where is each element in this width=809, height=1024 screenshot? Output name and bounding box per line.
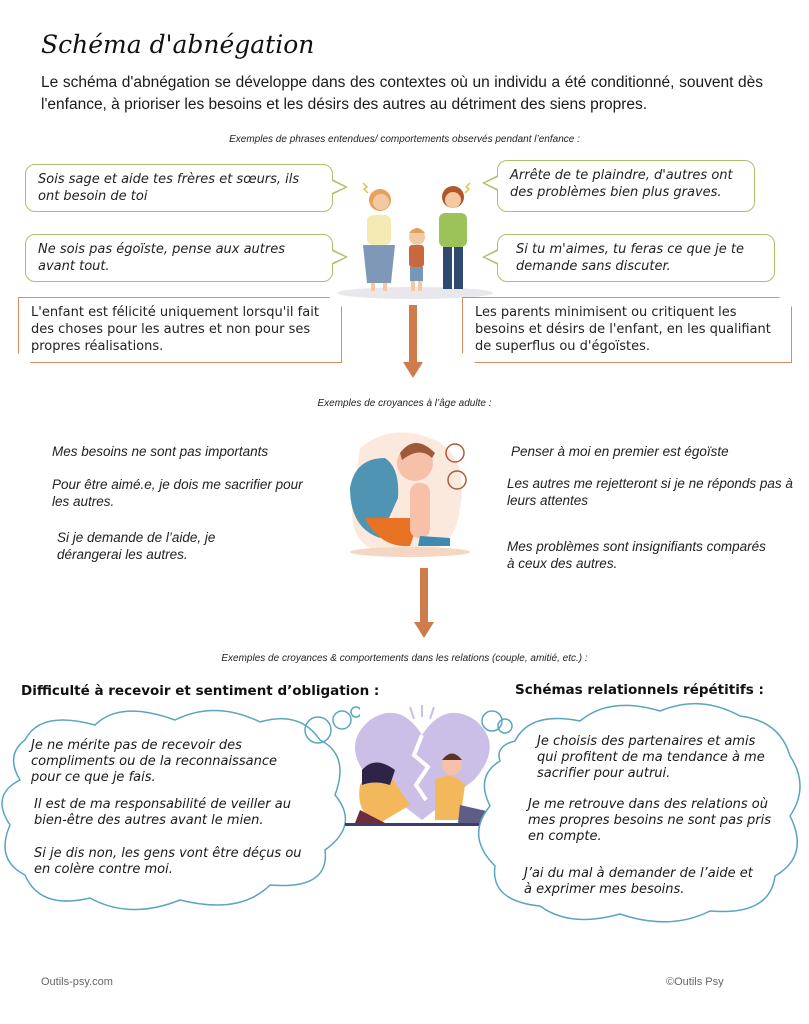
family-illustration (337, 182, 493, 299)
cloud-item: Si je dis non, les gens vont être déçus … (34, 846, 302, 877)
footer-copyright: ©Outils Psy (666, 976, 724, 988)
behavior-text: L'enfant est félicité uniquement lorsqu'… (31, 305, 319, 354)
broken-heart-couple-illustration (345, 705, 500, 826)
quote-text: Arrête de te plaindre, d'autres ont des … (510, 168, 733, 200)
cloud-item: Je choisis des partenaires et amis qui p… (537, 734, 765, 781)
quote-bubble: Sois sage et aide tes frères et sœurs, i… (25, 164, 348, 212)
quote-text: Sois sage et aide tes frères et sœurs, i… (38, 172, 300, 204)
quote-text: Si tu m'aimes, tu feras ce que je te dem… (516, 242, 744, 274)
quote-text: Ne sois pas égoïste, pense aux autres av… (38, 242, 286, 274)
behavior-text: Les parents minimisent ou critiquent les… (475, 305, 771, 354)
adult-caption: Exemples de croyances à l’âge adulte : (317, 398, 492, 409)
quote-bubble: Ne sois pas égoïste, pense aux autres av… (25, 234, 348, 282)
cloud-item: Je me retrouve dans des relations où mes… (528, 797, 772, 844)
down-arrow (409, 305, 417, 363)
childhood-caption: Exemples de phrases entendues/ comportem… (229, 134, 580, 145)
belief-item: Les autres me rejetteront si je ne répon… (507, 476, 793, 508)
thought-cloud-right (477, 702, 801, 923)
belief-item: Penser à moi en premier est égoïste (511, 444, 729, 459)
down-arrow-head (414, 622, 434, 638)
section-heading-right: Schémas relationnels répétitifs : (515, 682, 764, 698)
belief-item: Mes besoins ne sont pas importants (52, 444, 269, 459)
behavior-box-left: L'enfant est félicité uniquement lorsqu'… (18, 297, 342, 363)
quote-bubble: Arrête de te plaindre, d'autres ont des … (482, 160, 755, 212)
page-title: Schéma d'abnégation (41, 30, 315, 59)
cloud-item: Il est de ma responsabilité de veiller a… (34, 797, 291, 828)
footer-site: Outils-psy.com (41, 976, 113, 988)
quote-bubble: Si tu m'aimes, tu feras ce que je te dem… (482, 234, 775, 282)
belief-item: Pour être aimé.e, je dois me sacrifier p… (52, 477, 303, 509)
behavior-box-right: Les parents minimisent ou critiquent les… (462, 297, 792, 363)
cloud-item: J’ai du mal à demander de l’aide et à ex… (524, 866, 753, 897)
section-heading-left: Difficulté à recevoir et sentiment d’obl… (21, 683, 380, 699)
sad-person-illustration (350, 432, 470, 557)
intro-paragraph: Le schéma d'abnégation se développe dans… (41, 74, 763, 113)
down-arrow (420, 568, 428, 624)
down-arrow-head (403, 362, 423, 378)
relations-caption: Exemples de croyances & comportements da… (221, 653, 588, 664)
thought-cloud-left (1, 706, 360, 911)
cloud-item: Je ne mérite pas de recevoir des complim… (31, 738, 277, 785)
belief-item: Si je demande de l’aide, je dérangerai l… (57, 530, 216, 562)
belief-item: Mes problèmes sont insignifiants comparé… (507, 539, 766, 571)
